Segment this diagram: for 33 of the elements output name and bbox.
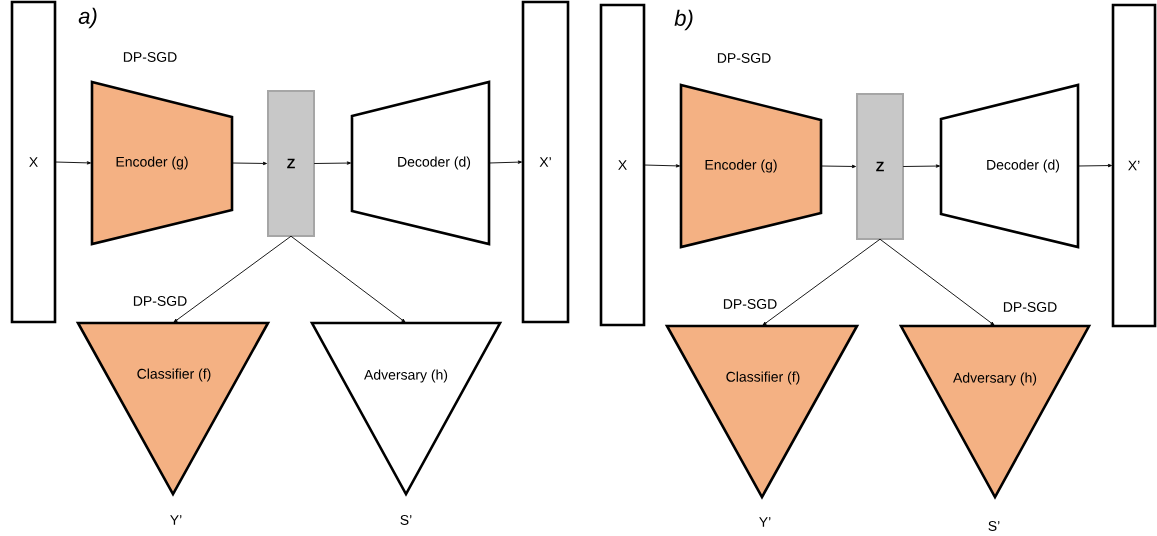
arrow [173, 235, 292, 323]
arrow [1077, 163, 1112, 168]
panel-label: b) [674, 9, 693, 31]
arrow [54, 161, 91, 165]
output-box: X’ [521, 0, 570, 324]
method-label: DP-SGD [133, 296, 187, 306]
decoder-trapezoid: Decoder (d) [350, 80, 491, 246]
method-label: DP-SGD [123, 52, 177, 62]
arrow [820, 164, 856, 169]
latent-box: Z [856, 93, 904, 240]
input-box: X [10, 0, 57, 324]
output-label: Y’ [170, 515, 182, 525]
input-box: X [599, 3, 646, 327]
arrow [879, 238, 995, 326]
arrow [290, 235, 406, 323]
output-label: S’ [400, 515, 412, 525]
latent-box: Z [267, 90, 315, 237]
decoder-trapezoid: Decoder (d) [939, 83, 1080, 249]
arrow [488, 160, 522, 164]
method-label: DP-SGD [717, 53, 771, 63]
arrow [231, 161, 267, 166]
arrow [762, 238, 881, 326]
arrow [643, 164, 680, 168]
output-box: X’ [1111, 3, 1157, 328]
encoder-trapezoid: Encoder (g) [90, 80, 234, 246]
encoder-trapezoid: Encoder (g) [679, 83, 823, 249]
arrow [313, 161, 351, 165]
arrow [902, 164, 940, 168]
method-label: DP-SGD [1003, 302, 1057, 312]
method-label: DP-SGD [723, 299, 777, 309]
output-label: S’ [988, 521, 1000, 531]
output-label: Y’ [759, 517, 771, 527]
panel-label: a) [78, 7, 97, 29]
